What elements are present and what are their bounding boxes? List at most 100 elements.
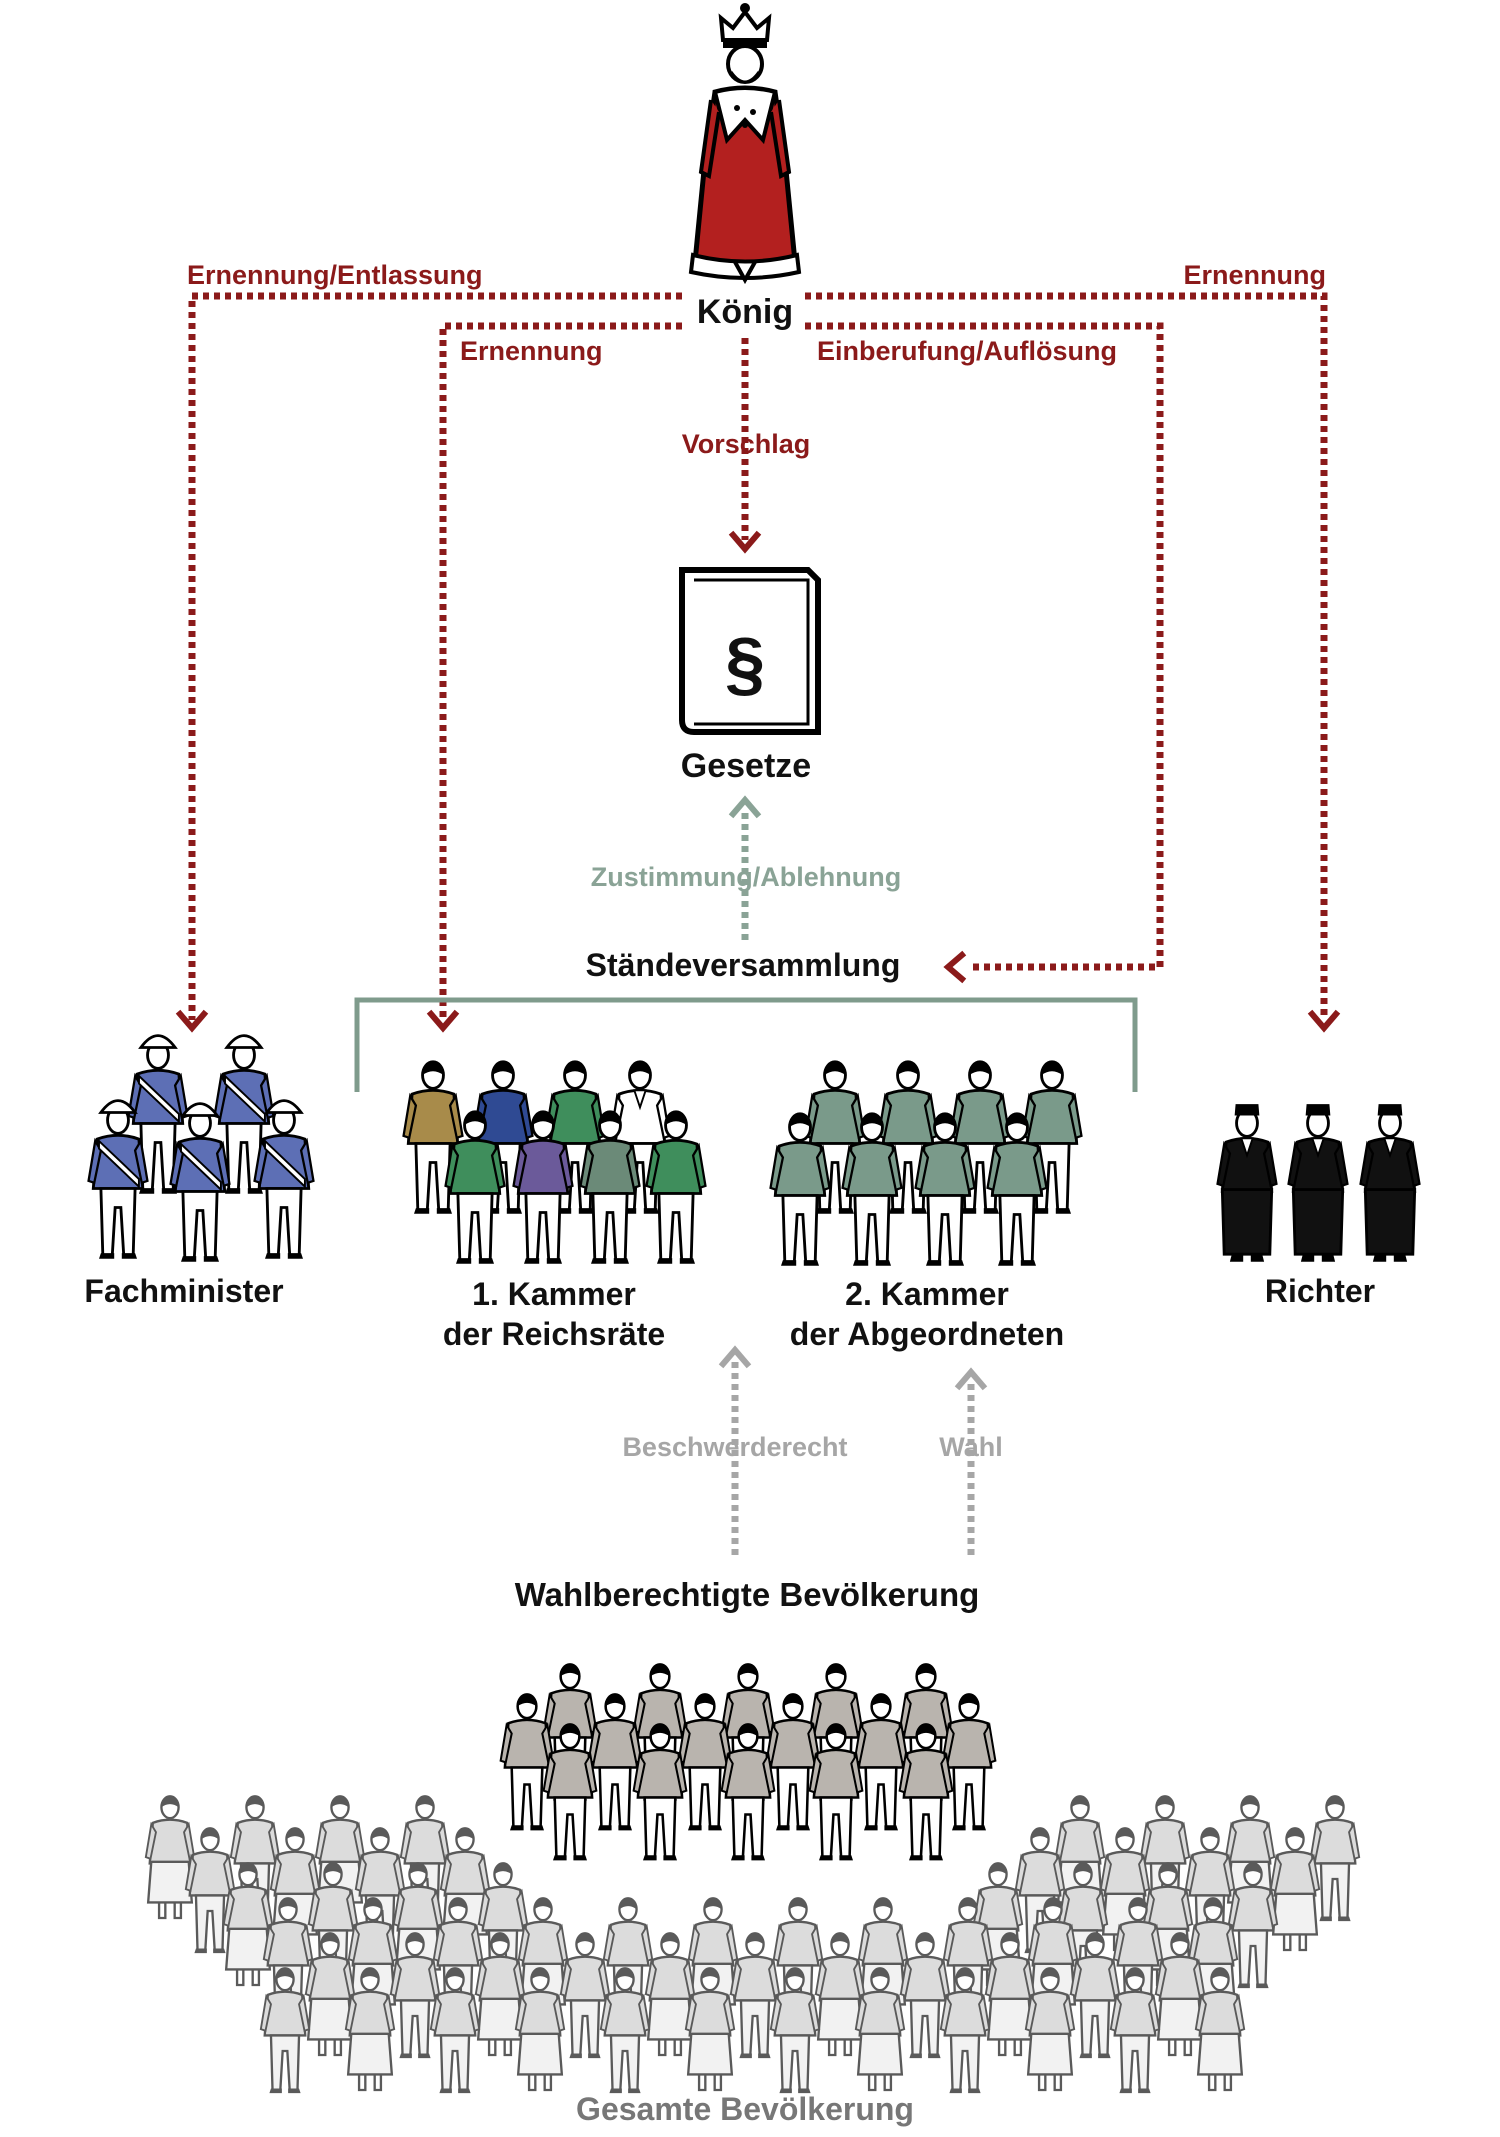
citizen-figure <box>1024 1967 1076 2092</box>
proposal-label: Vorschlag <box>682 429 811 459</box>
chamber1-label-line1: 1. Kammer <box>472 1276 636 1312</box>
citizen-figure <box>514 1967 566 2092</box>
robed-judges-icon <box>1216 1104 1421 1262</box>
chamber2-label-line2: der Abgeordneten <box>790 1316 1064 1352</box>
citizen-figure <box>939 1967 991 2094</box>
judge-figure <box>1287 1104 1349 1262</box>
voter-figure <box>720 1723 776 1861</box>
citizen-figure <box>1154 1932 1206 2057</box>
citizen-figure <box>729 1932 781 2059</box>
citizen-figure <box>1269 1827 1321 1952</box>
deputy-figure <box>949 1060 1011 1214</box>
citizen-figure <box>899 1932 951 2059</box>
voter-figure <box>898 1723 954 1861</box>
connector-lines <box>188 292 1328 1555</box>
citizen-figure <box>474 1932 526 2057</box>
election-label: Wahl <box>939 1432 1003 1462</box>
population-label: Gesamte Bevölkerung <box>576 2091 914 2127</box>
king-label: König <box>697 293 793 331</box>
arrow-election <box>954 1367 988 1391</box>
council-member-figure <box>609 1060 671 1214</box>
deputy-figure <box>769 1112 831 1266</box>
voter-figure <box>677 1693 733 1831</box>
citizen-figure <box>599 1967 651 2094</box>
citizen-figure <box>1309 1795 1361 1922</box>
minister-figure <box>127 1034 189 1194</box>
arrow-from-assembly <box>728 795 762 819</box>
arrow-to-ministers <box>175 1009 209 1033</box>
judge-figure <box>1359 1104 1421 1262</box>
voter-figure <box>853 1693 909 1831</box>
council-member-figure <box>645 1110 707 1264</box>
voters-label: Wahlberechtigte Bevölkerung <box>515 1576 980 1613</box>
convene-dissolve-label: Einberufung/Auflösung <box>817 336 1117 366</box>
council-member-figure <box>402 1060 464 1214</box>
voter-figure <box>542 1723 598 1861</box>
approve-reject-label: Zustimmung/Ablehnung <box>591 862 901 892</box>
voter-figure <box>765 1693 821 1831</box>
appoint-right-label: Ernennung <box>1184 260 1327 290</box>
paragraph-symbol: § <box>725 624 765 704</box>
minister-figure <box>87 1099 149 1259</box>
citizen-figure <box>559 1932 611 2059</box>
voter-figure <box>587 1693 643 1831</box>
ministers-label: Fachminister <box>84 1273 283 1309</box>
arrow-to-assembly <box>943 950 967 984</box>
deputy-figure <box>914 1112 976 1266</box>
deputy-figure <box>1021 1060 1083 1214</box>
labels: König Gesetze Ständeversammlung Fachmini… <box>84 260 1375 2127</box>
citizen-figure <box>259 1967 311 2094</box>
assembly-label: Ständeversammlung <box>586 947 901 983</box>
deputy-figure <box>877 1060 939 1214</box>
citizen-figure <box>517 1897 569 2022</box>
appoint-left-label: Ernennung <box>460 336 603 366</box>
citizen-figure <box>1069 1932 1121 2059</box>
council-member-figure <box>579 1110 641 1264</box>
citizen-figure <box>984 1932 1036 2057</box>
deputy-figure <box>986 1112 1048 1266</box>
citizen-figure <box>144 1795 196 1920</box>
council-member-figure <box>512 1110 574 1264</box>
deputies-icon <box>769 1060 1083 1266</box>
voter-figure <box>632 1723 688 1861</box>
voters-crowd-icon <box>499 1663 997 1861</box>
population-crowd-icon <box>144 1795 1361 2094</box>
petition-label: Beschwerderecht <box>622 1432 847 1462</box>
arrow-to-judges <box>1307 1009 1341 1033</box>
citizen-figure <box>684 1967 736 2092</box>
judge-figure <box>1216 1104 1278 1262</box>
minister-figure <box>213 1034 275 1194</box>
uniformed-ministers-icon <box>87 1034 315 1262</box>
judges-label: Richter <box>1265 1273 1375 1309</box>
arrowheads <box>175 530 1341 1391</box>
appoint-dismiss-label: Ernennung/Entlassung <box>187 260 483 290</box>
chamber1-label-line2: der Reichsräte <box>443 1316 665 1352</box>
council-member-figure <box>444 1110 506 1264</box>
citizen-figure <box>769 1967 821 2094</box>
citizen-figure <box>429 1967 481 2094</box>
crowned-king-icon <box>688 3 802 285</box>
citizen-figure <box>644 1932 696 2057</box>
citizen-figure <box>814 1932 866 2057</box>
voter-figure <box>808 1723 864 1861</box>
arrow-petition <box>718 1345 752 1369</box>
deputy-figure <box>841 1112 903 1266</box>
arrow-to-laws <box>728 530 762 554</box>
citizen-figure <box>389 1932 441 2059</box>
citizen-figure <box>222 1862 274 1987</box>
assembly-bracket <box>354 997 1138 1092</box>
citizen-figure <box>854 1967 906 2092</box>
citizen-figure <box>184 1827 236 1954</box>
council-members-icon <box>402 1060 707 1264</box>
laws-label: Gesetze <box>681 747 811 785</box>
chamber2-label-line1: 2. Kammer <box>845 1276 1009 1312</box>
minister-figure <box>169 1102 231 1262</box>
citizen-figure <box>1227 1862 1279 1989</box>
minister-figure <box>253 1099 315 1259</box>
citizen-figure <box>344 1967 396 2092</box>
arrow-to-chamber1 <box>426 1009 460 1033</box>
law-book-icon: § <box>679 567 821 735</box>
citizen-figure <box>1194 1967 1246 2092</box>
